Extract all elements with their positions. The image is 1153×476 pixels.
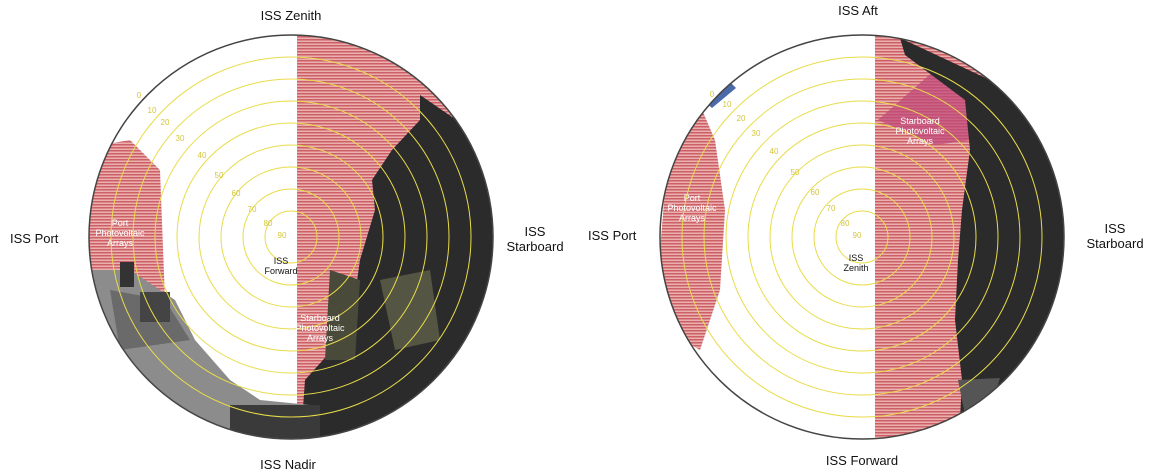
view1-port-array-label-line3: Arrays	[107, 238, 134, 248]
view2-starboard-array-label-line2: Photovoltaic	[895, 126, 945, 136]
view1-ring-label-90: 90	[278, 231, 287, 240]
view1-ring-label-50: 50	[215, 171, 224, 180]
view2-ring-label-60: 60	[811, 188, 820, 197]
view1-center-label-line1: ISS	[274, 256, 289, 266]
view1-fisheye: 0 10 20 30 40 50 60 70 80 90 ISS Forward…	[88, 34, 494, 440]
view2-ring-label-10: 10	[723, 100, 732, 109]
view2-ring-label-0: 0	[710, 90, 715, 99]
view2-ring-labels: 0 10 20 30 40 50 60 70 80 90	[710, 90, 862, 240]
view2-right-label-line2: Starboard	[1086, 236, 1144, 251]
view1-starboard-array-label-line1: Starboard	[300, 313, 340, 323]
view1-starboard-array-label-line2: Photovoltaic	[295, 323, 345, 333]
view1-ring-label-10: 10	[148, 106, 157, 115]
view2-structure-edge	[958, 378, 1000, 415]
view1-ring-label-40: 40	[198, 151, 207, 160]
view2-right-label-line1: ISS	[1104, 221, 1126, 236]
view2-fisheye: 0 10 20 30 40 50 60 70 80 90 ISS Zenith …	[659, 34, 1065, 440]
view2-ring-label-70: 70	[827, 204, 836, 213]
view2-top-label: ISS Aft	[838, 3, 878, 18]
view1-ring-label-20: 20	[161, 118, 170, 127]
view2-ring-label-20: 20	[737, 114, 746, 123]
view1-ring-label-60: 60	[232, 189, 241, 198]
view2-ring-label-80: 80	[841, 219, 850, 228]
view2-bottom-label: ISS Forward	[825, 453, 899, 468]
view1-right-label: ISS Starboard	[506, 224, 563, 254]
view2-center-label-line1: ISS	[849, 253, 864, 263]
view2-starboard-array-label-line1: Starboard	[900, 116, 940, 126]
view1-radiator	[380, 270, 440, 350]
view2-ring-label-40: 40	[770, 147, 779, 156]
view2-port-array	[660, 105, 725, 350]
view1-starboard-array-label-line3: Arrays	[307, 333, 334, 343]
view1-top-label: ISS Zenith	[260, 8, 322, 23]
view2-starboard-array-label-line3: Arrays	[907, 136, 934, 146]
view2-left-label: ISS Port	[588, 228, 637, 243]
view1-bottom-label: ISS Nadir	[260, 457, 316, 472]
view1-horizon	[88, 34, 494, 440]
view1-ring-label-70: 70	[248, 205, 257, 214]
view1-left-label: ISS Port	[10, 231, 59, 246]
view2-center-label-line2: Zenith	[843, 263, 868, 273]
view1-ring-label-30: 30	[176, 134, 185, 143]
view2-ring-label-50: 50	[791, 168, 800, 177]
view2-ring-label-30: 30	[752, 129, 761, 138]
view2-port-array-label-line1: Port	[684, 193, 701, 203]
view2-port-array-label-line3: Arrays	[679, 213, 706, 223]
view1-right-label-line2: Starboard	[506, 239, 564, 254]
view1-port-array-label-line1: Port	[112, 218, 129, 228]
view2-horizon	[659, 34, 1065, 440]
view1-right-label-line1: ISS	[524, 224, 546, 239]
view1-ring-labels: 0 10 20 30 40 50 60 70 80 90	[137, 91, 287, 240]
view1-arm-segment	[120, 262, 134, 287]
view2-port-array-label-line2: Photovoltaic	[667, 203, 717, 213]
view1-ring-label-80: 80	[264, 219, 273, 228]
view2-right-label: ISS Starboard	[1086, 221, 1143, 251]
view1-port-array-label-line2: Photovoltaic	[95, 228, 145, 238]
view1-ring-label-0: 0	[137, 91, 142, 100]
view1-center-label-line2: Forward	[264, 266, 297, 276]
view2-starboard-structure	[900, 38, 1064, 439]
view2-ring-label-90: 90	[853, 231, 862, 240]
